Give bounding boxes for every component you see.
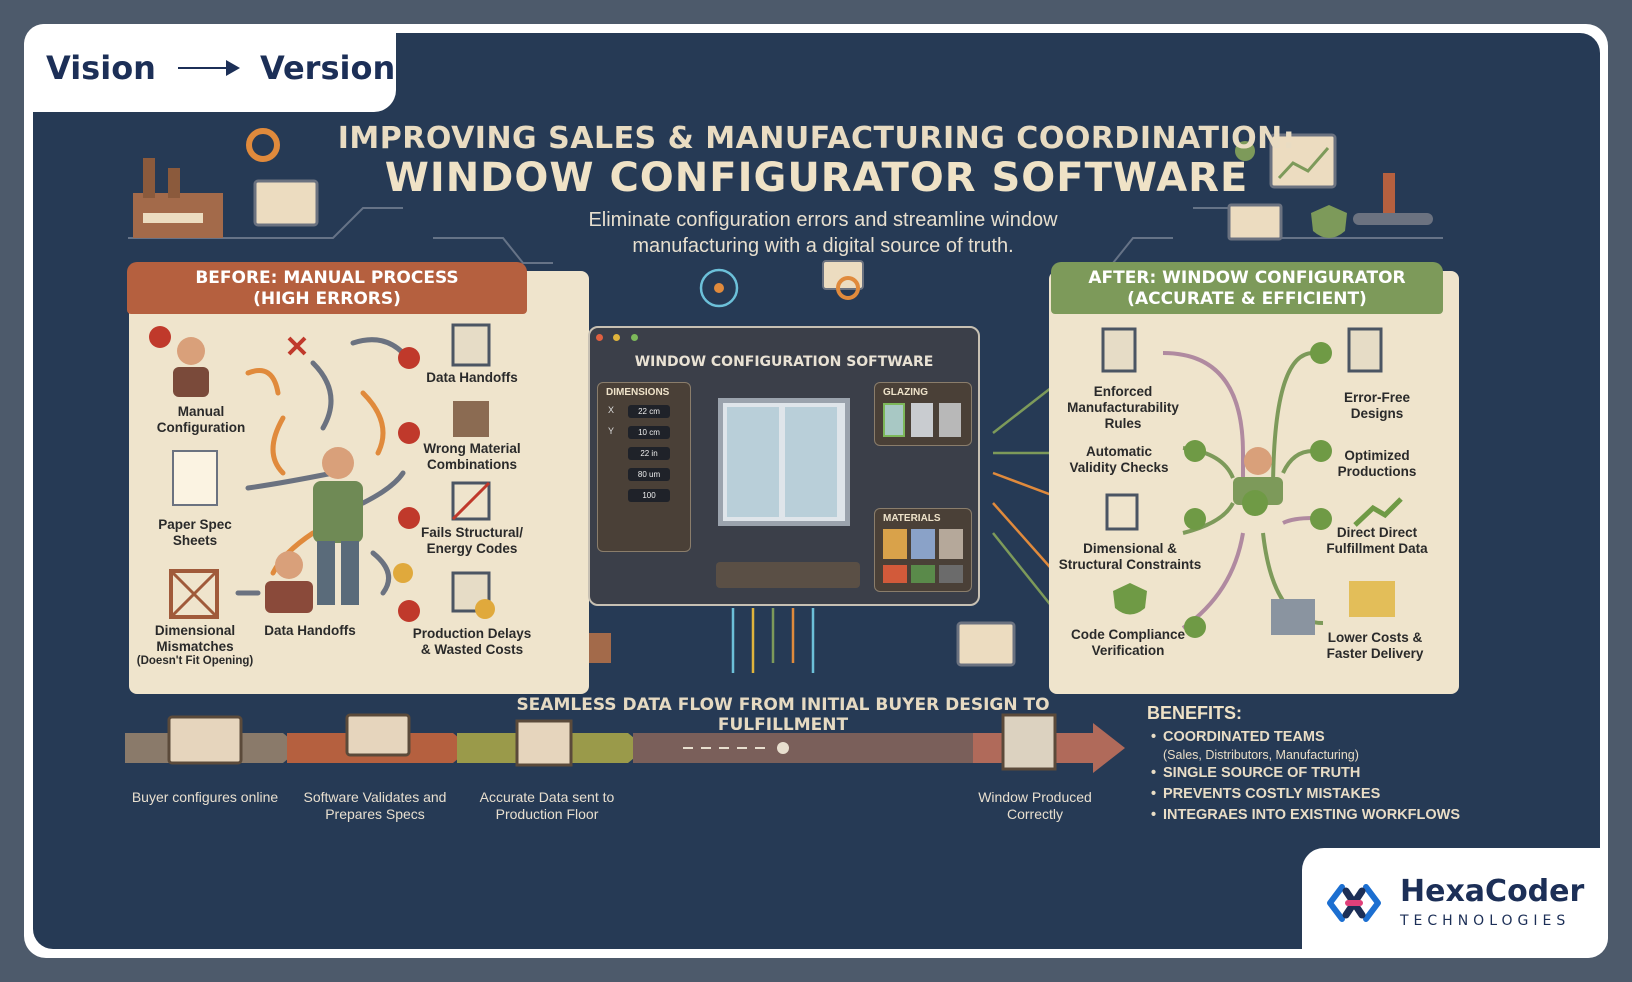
monitor-icon xyxy=(167,715,243,765)
logo-sub: TECHNOLOGIES xyxy=(1400,913,1571,929)
label-dimensional-constraints: Dimensional & Structural Constraints xyxy=(1058,541,1202,572)
dimensions-panel: DIMENSIONS X 22 cm Y 10 cm 22 in 80 um 1… xyxy=(597,382,691,552)
benefit-text: COORDINATED TEAMS xyxy=(1163,729,1325,745)
materials-panel: MATERIALS xyxy=(874,508,972,592)
dim-axis-y: Y xyxy=(608,426,615,436)
benefit-text: SINGLE SOURCE OF TRUTH xyxy=(1163,765,1361,781)
tag-vision: Vision xyxy=(46,49,156,87)
material-swatch-3[interactable] xyxy=(939,529,963,559)
label-data-handoffs-center: Data Handoffs xyxy=(264,623,356,638)
minimize-dot-icon xyxy=(613,334,621,341)
window-pane-right xyxy=(785,407,837,517)
after-heading-sub: (ACCURATE & EFFICIENT) xyxy=(1127,289,1367,309)
benefits-list: COORDINATED TEAMS (Sales, Distributors, M… xyxy=(1151,727,1460,826)
benefit-item: COORDINATED TEAMS (Sales, Distributors, M… xyxy=(1151,727,1460,763)
label-dimensional-note: (Doesn't Fit Opening) xyxy=(136,655,254,667)
before-heading: BEFORE: MANUAL PROCESS (HIGH ERRORS) xyxy=(127,262,527,314)
benefit-text: PREVENTS COSTLY MISTAKES xyxy=(1163,786,1381,802)
label-production-delays: Production Delays & Wasted Costs xyxy=(412,626,532,657)
window-pane-left xyxy=(727,407,779,517)
benefit-note: (Sales, Distributors, Manufacturing) xyxy=(1163,748,1359,762)
dim-input-5[interactable]: 100 xyxy=(628,489,670,502)
glazing-option-3[interactable] xyxy=(939,403,961,437)
benefit-item: INTEGRAES INTO EXISTING WORKFLOWS xyxy=(1151,805,1460,826)
label-fails-codes: Fails Structural/ Energy Codes xyxy=(420,525,524,556)
dim-input-4[interactable]: 80 um xyxy=(628,468,670,481)
label-error-free: Error-Free Designs xyxy=(1343,390,1411,421)
main-title-line2: WINDOW CONFIGURATOR SOFTWARE xyxy=(384,155,1249,201)
circuit-decoration xyxy=(128,128,1443,673)
materials-title: MATERIALS xyxy=(883,513,941,524)
glazing-option-1[interactable] xyxy=(883,403,905,437)
main-title-line1: IMPROVING SALES & MANUFACTURING COORDINA… xyxy=(337,121,1296,156)
label-optimized: Optimized Productions xyxy=(1337,448,1417,479)
label-wrong-material: Wrong Material Combinations xyxy=(423,441,521,472)
after-heading: AFTER: WINDOW CONFIGURATOR (ACCURATE & E… xyxy=(1051,262,1443,314)
step-label-3: Accurate Data sent to Production Floor xyxy=(479,789,615,822)
window-icon xyxy=(1001,713,1057,771)
material-swatch-2[interactable] xyxy=(911,529,935,559)
label-paper-spec: Paper Spec Sheets xyxy=(158,517,232,548)
after-heading-title: AFTER: WINDOW CONFIGURATOR xyxy=(1088,268,1406,288)
maximize-dot-icon xyxy=(630,334,638,341)
hexacoder-logo: HexaCoder TECHNOLOGIES xyxy=(1302,848,1608,958)
before-heading-sub: (HIGH ERRORS) xyxy=(253,289,401,309)
material-swatch-6[interactable] xyxy=(939,565,963,583)
benefit-item: SINGLE SOURCE OF TRUTH xyxy=(1151,763,1460,784)
software-title: WINDOW CONFIGURATION SOFTWARE xyxy=(634,354,934,370)
dim-input-x[interactable]: 22 cm xyxy=(628,405,670,418)
material-swatch-5[interactable] xyxy=(911,565,935,583)
laptop-icon xyxy=(345,713,411,757)
label-data-handoffs-top: Data Handoffs xyxy=(426,370,518,385)
hexacoder-mark-icon xyxy=(1327,884,1381,922)
label-validity-checks: Automatic Validity Checks xyxy=(1069,444,1169,475)
software-window: WINDOW CONFIGURATION SOFTWARE DIMENSIONS… xyxy=(588,326,980,606)
tag-version: Version xyxy=(259,49,396,87)
label-lower-costs: Lower Costs & Faster Delivery xyxy=(1326,630,1424,661)
step-label-2: Software Validates and Prepares Specs xyxy=(303,789,447,822)
flow-arrows xyxy=(125,713,1125,773)
benefits-title: BENEFITS: xyxy=(1147,703,1243,723)
window-titlebar xyxy=(590,328,978,342)
label-manual-configuration: Manual Configuration xyxy=(156,404,246,435)
label-dimensional-mismatches: Dimensional Mismatches xyxy=(154,623,236,654)
check-icons xyxy=(1184,342,1332,638)
logo-brand: HexaCoder xyxy=(1400,874,1585,909)
factory-icon xyxy=(133,158,223,238)
glazing-panel: GLAZING xyxy=(874,382,972,446)
step-label-4: Window Produced Correctly xyxy=(978,789,1092,822)
action-bar[interactable] xyxy=(716,562,860,588)
arrow-right-icon xyxy=(177,60,240,76)
after-illustration xyxy=(1101,327,1403,638)
benefit-item: PREVENTS COSTLY MISTAKES xyxy=(1151,784,1460,805)
subtitle-line2: manufacturing with a digital source of t… xyxy=(632,235,1014,257)
material-swatch-1[interactable] xyxy=(883,529,907,559)
label-direct-fulfillment: Direct Direct Fulfillment Data xyxy=(1326,525,1428,556)
label-code-compliance: Code Compliance Verification xyxy=(1070,627,1186,658)
glazing-title: GLAZING xyxy=(883,387,928,398)
vision-version-tag: Vision Version xyxy=(24,24,396,112)
dim-input-3[interactable]: 22 in xyxy=(628,447,670,460)
dim-axis-x: X xyxy=(608,405,615,415)
step-label-1: Buyer configures online xyxy=(131,789,279,805)
subtitle: Eliminate configuration errors and strea… xyxy=(463,207,1183,259)
close-dot-icon xyxy=(596,334,603,341)
subtitle-line1: Eliminate configuration errors and strea… xyxy=(588,209,1058,231)
infographic-canvas: IMPROVING SALES & MANUFACTURING COORDINA… xyxy=(33,33,1600,949)
before-illustration xyxy=(149,323,495,622)
flow-title: SEAMLESS DATA FLOW FROM INITIAL BUYER DE… xyxy=(516,695,1050,735)
before-heading-title: BEFORE: MANUAL PROCESS xyxy=(195,268,459,288)
material-swatch-4[interactable] xyxy=(883,565,907,583)
window-preview xyxy=(718,398,850,526)
glazing-option-2[interactable] xyxy=(911,403,933,437)
dim-input-y[interactable]: 10 cm xyxy=(628,426,670,439)
dimensions-title: DIMENSIONS xyxy=(606,387,670,398)
error-icons xyxy=(149,326,420,622)
benefit-text: INTEGRAES INTO EXISTING WORKFLOWS xyxy=(1163,807,1460,823)
label-enforced-rules: Enforced Manufacturability Rules xyxy=(1067,384,1179,431)
